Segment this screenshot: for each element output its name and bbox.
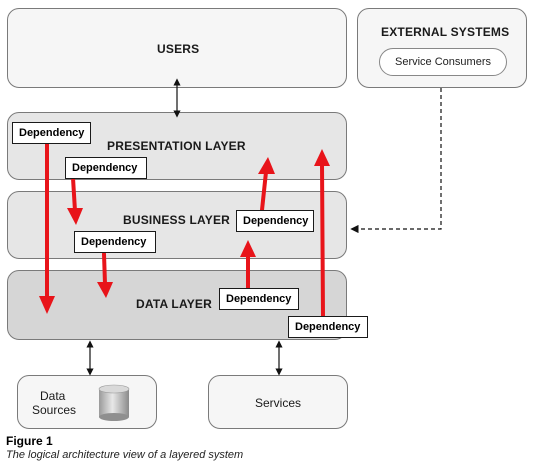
figure-caption-title: Figure 1	[6, 434, 53, 448]
users-label: USERS	[157, 42, 200, 56]
dependency-label-4: Dependency	[236, 210, 314, 232]
users-box	[7, 8, 347, 88]
dependency-arrow-data-to-presentation	[320, 162, 325, 320]
dependency-arrow-presentation-to-business	[71, 176, 77, 213]
external-systems-title: EXTERNAL SYSTEMS	[381, 25, 510, 39]
data-sources-box	[17, 375, 157, 429]
database-cylinder-icon	[98, 384, 130, 421]
services-label: Services	[255, 396, 302, 410]
data-sources-label-line1: Data	[40, 389, 66, 403]
dependency-label-5: Dependency	[219, 288, 299, 310]
service-consumers-pill: Service Consumers	[379, 48, 507, 76]
data-sources-label-line2: Sources	[32, 403, 77, 417]
dependency-label-6: Dependency	[288, 316, 368, 338]
business-layer-label: BUSINESS LAYER	[123, 213, 231, 227]
external-to-business-dashed	[350, 88, 442, 234]
dependency-label-2: Dependency	[65, 157, 147, 179]
dependency-label-1: Dependency	[12, 122, 92, 144]
dependency-arrow-business-to-data	[102, 252, 107, 286]
data-layer-label: DATA LAYER	[136, 297, 213, 311]
figure-caption-subtitle: The logical architecture view of a layer…	[6, 449, 244, 461]
dependency-arrow-business-to-presentation	[260, 170, 268, 212]
presentation-layer-label: PRESENTATION LAYER	[107, 139, 246, 153]
dependency-label-3: Dependency	[74, 231, 156, 253]
